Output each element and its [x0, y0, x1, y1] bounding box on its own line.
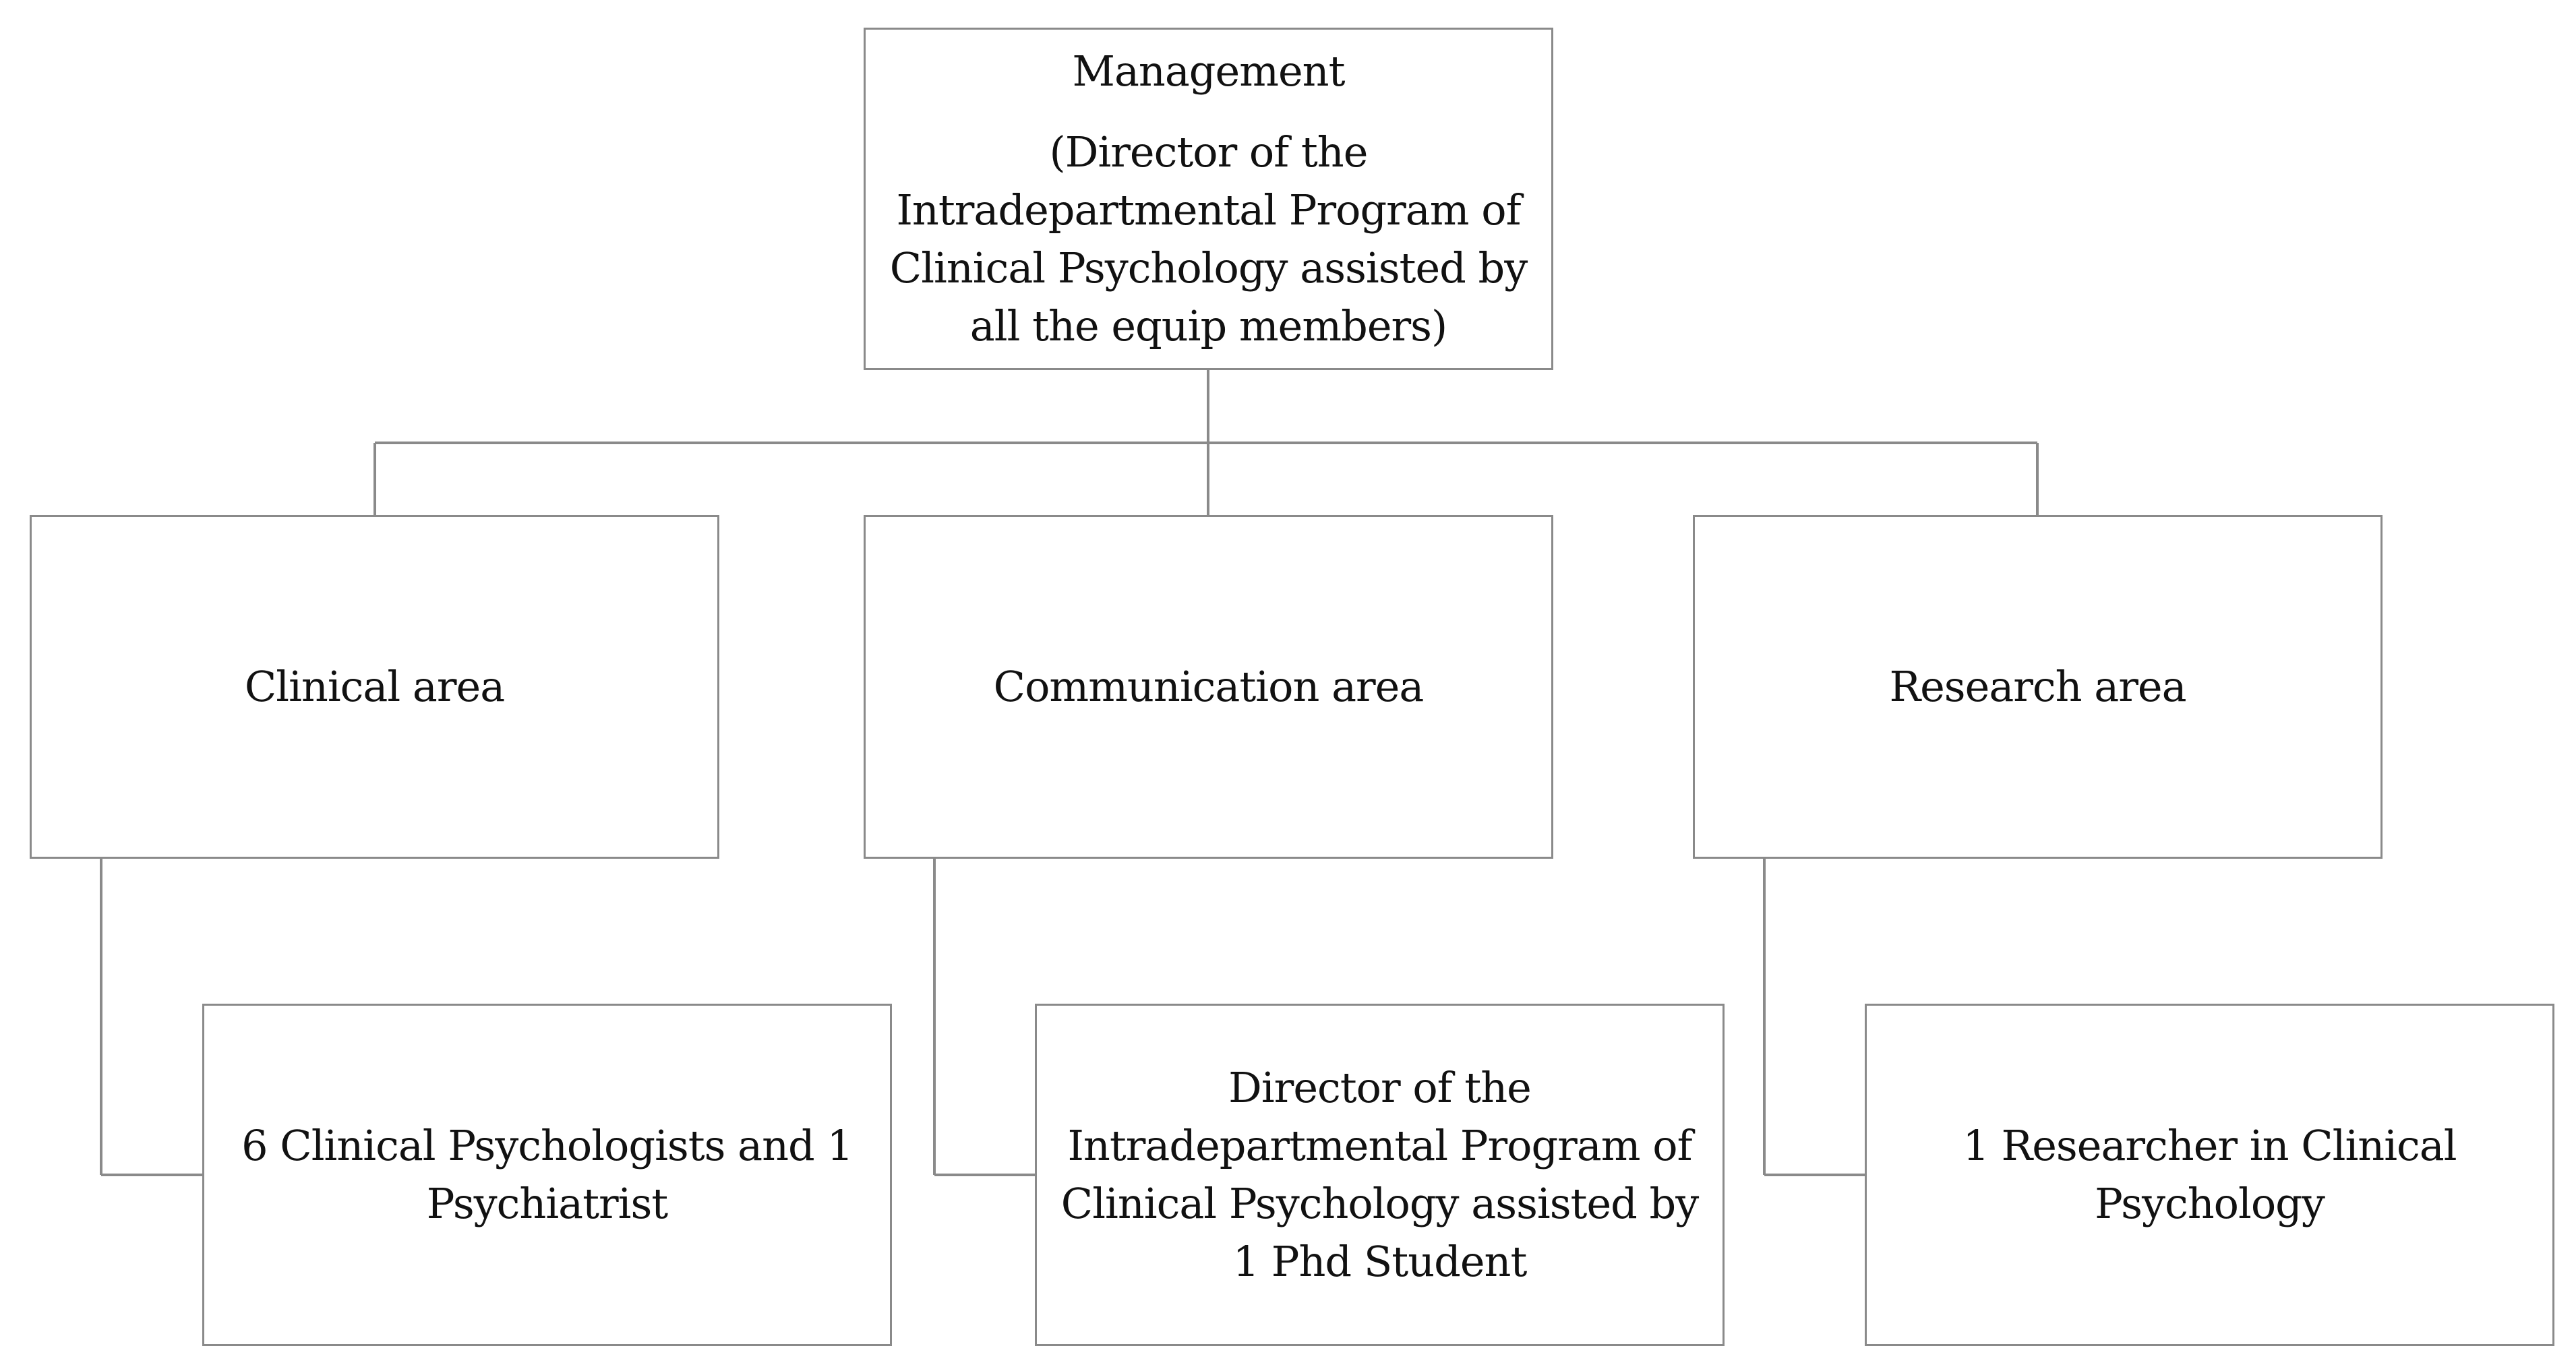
- communication-area-label: Communication area: [993, 662, 1425, 711]
- research-area-box: Research area: [1693, 515, 2383, 859]
- communication-staff-box: Director of the Intradepartmental Progra…: [1035, 1004, 1725, 1346]
- clinical-area-box: Clinical area: [30, 515, 719, 859]
- communication-staff-line: 1 Phd Student: [1232, 1237, 1528, 1286]
- communication-area-box: Communication area: [864, 515, 1553, 859]
- clinical-staff-box: 6 Clinical Psychologists and 1 Psychiatr…: [202, 1004, 892, 1346]
- management-detail-line: Intradepartmental Program of: [896, 185, 1521, 235]
- management-box: Management (Director of the Intradepartm…: [864, 28, 1553, 370]
- research-staff-line: Psychology: [2095, 1179, 2325, 1228]
- management-detail-line: all the equip members): [969, 301, 1447, 351]
- communication-staff-line: Clinical Psychology assisted by: [1060, 1179, 1699, 1228]
- management-detail-line: (Director of the: [1049, 127, 1369, 177]
- communication-staff-line: Director of the: [1228, 1063, 1532, 1112]
- communication-staff-line: Intradepartmental Program of: [1067, 1121, 1692, 1170]
- clinical-staff-line: Psychiatrist: [426, 1179, 668, 1228]
- research-staff-box: 1 Researcher in Clinical Psychology: [1865, 1004, 2554, 1346]
- research-area-label: Research area: [1889, 662, 2186, 711]
- management-detail-line: Clinical Psychology assisted by: [889, 243, 1528, 293]
- clinical-area-label: Clinical area: [244, 662, 505, 711]
- research-staff-line: 1 Researcher in Clinical: [1963, 1121, 2457, 1170]
- management-title: Management: [1072, 47, 1345, 96]
- clinical-staff-line: 6 Clinical Psychologists and 1: [241, 1121, 853, 1170]
